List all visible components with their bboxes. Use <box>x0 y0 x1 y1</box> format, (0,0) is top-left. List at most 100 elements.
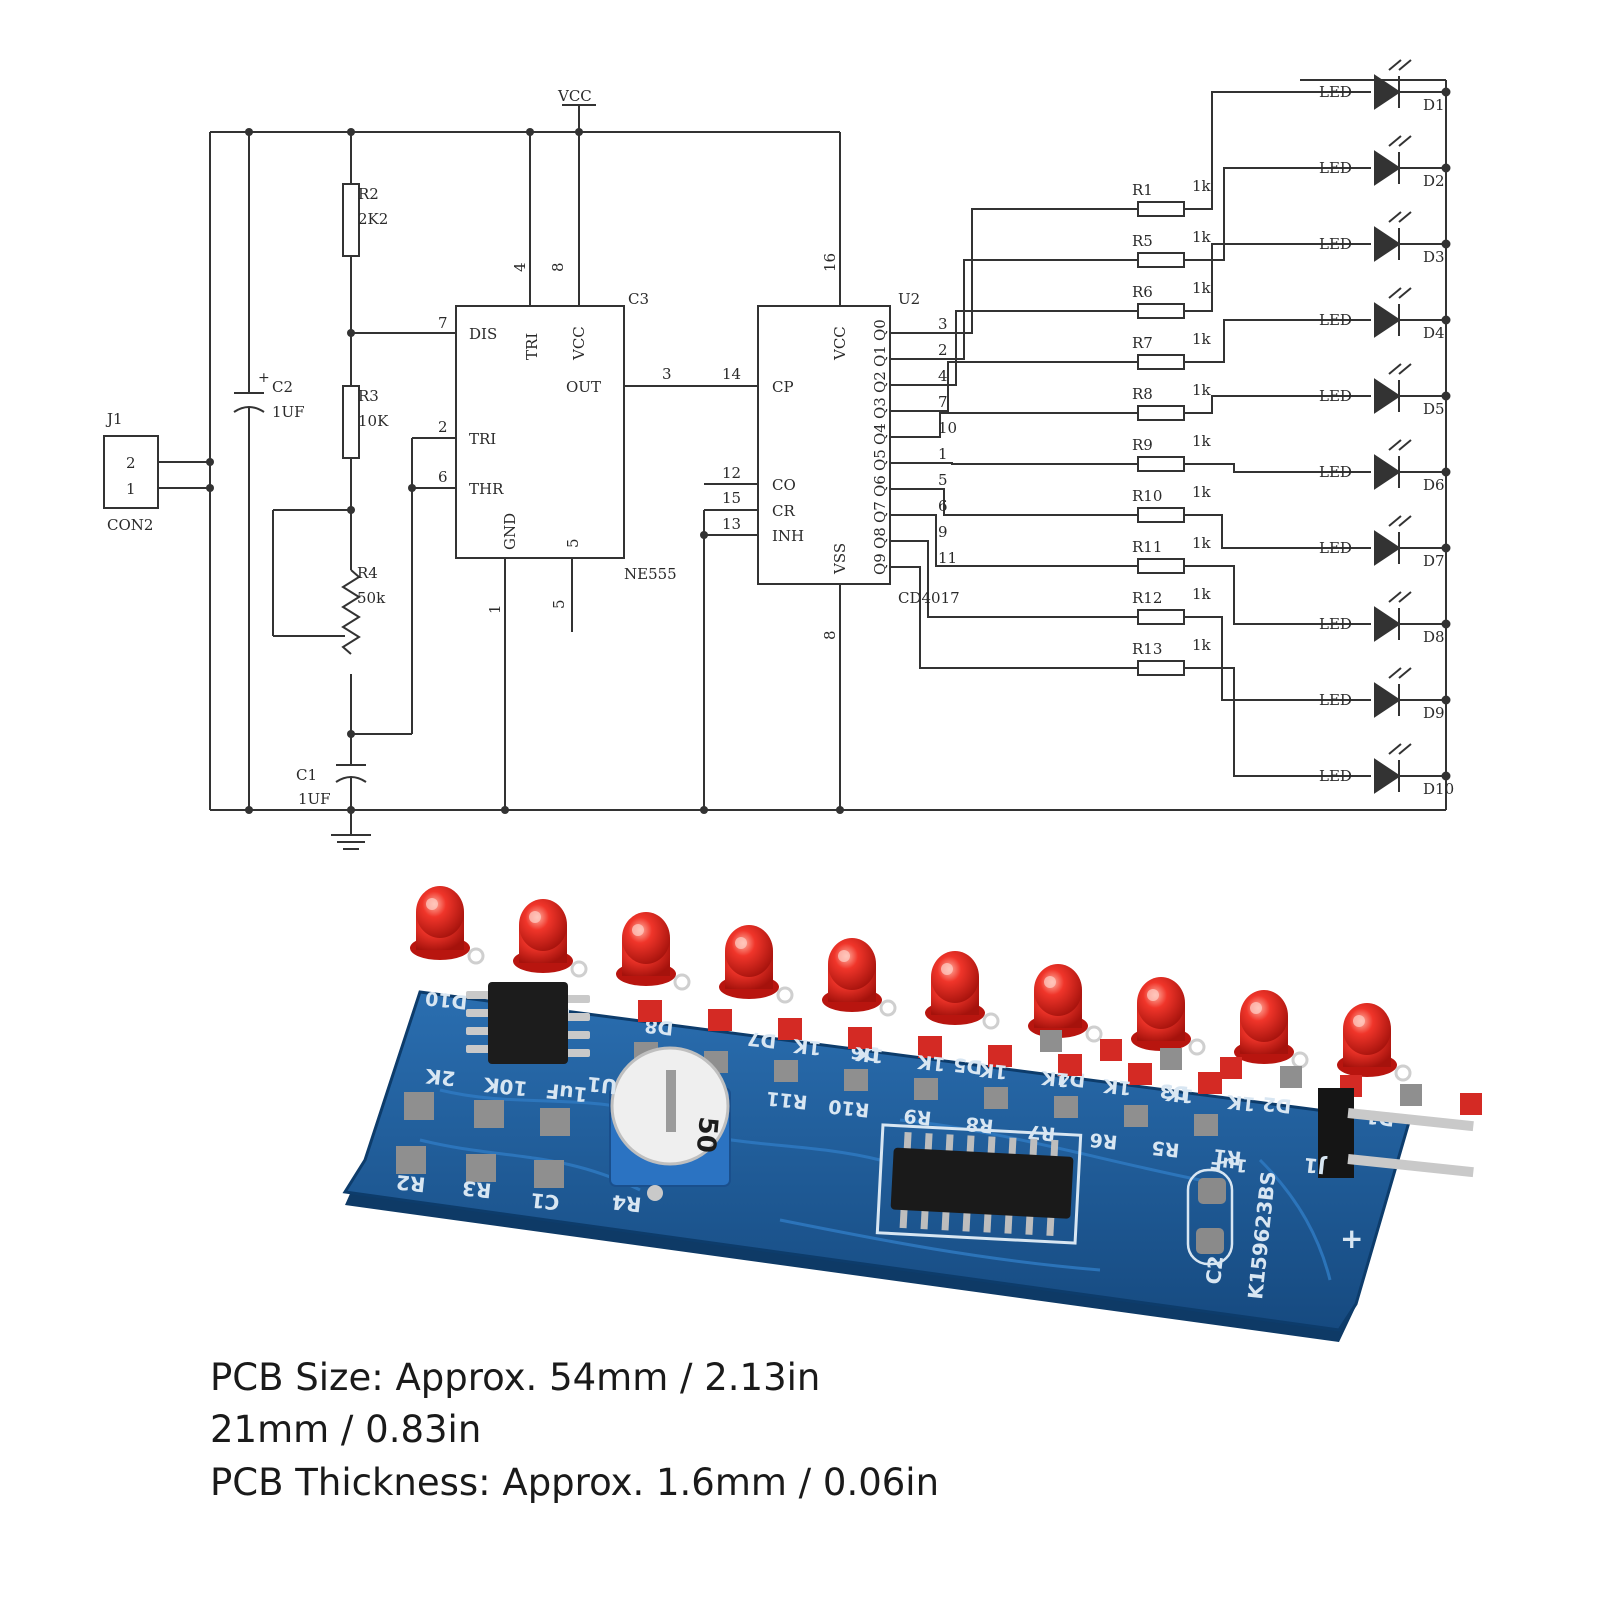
pot-marking: 50 <box>690 1115 723 1154</box>
cd4017-out-name-3: Q3 <box>871 397 889 419</box>
pcb-res-value-0: 1K <box>791 1034 822 1059</box>
c1-ref: C1 <box>296 766 317 784</box>
pcb-res-value-2: 1K <box>915 1050 946 1075</box>
cd4017-out-name-5: Q5 <box>871 449 889 471</box>
cd4017-out-pin-7: 6 <box>938 497 948 515</box>
c2-plus: + <box>258 370 270 386</box>
led-ref-1: D2 <box>1423 172 1445 190</box>
resistor-r10 <box>1137 507 1185 523</box>
cd4017-out-name-2: Q2 <box>871 371 889 393</box>
resistor-ref-8: R12 <box>1132 589 1162 607</box>
led-d3 <box>1374 226 1401 262</box>
led-type-9: LED <box>1319 767 1352 785</box>
pcb-value-1uf-c2: 1uF <box>1209 1151 1249 1176</box>
resistor-value-2: 1k <box>1192 279 1212 297</box>
pcb-res-value-3: 1K <box>977 1058 1008 1083</box>
pcb-res-value-4: 1K <box>1039 1066 1070 1091</box>
cd4017-pin15-name: CR <box>772 502 795 520</box>
c2-ref: C2 <box>272 378 293 396</box>
ne555-pin7-num: 7 <box>438 314 448 332</box>
cd4017-vcc-name: VCC <box>831 326 849 361</box>
pcb-ref-c1: C1 <box>530 1188 561 1215</box>
pcb-res-value-7: 1K <box>1225 1090 1256 1115</box>
cd4017-out-name-4: Q4 <box>871 423 889 445</box>
pcb-ref-r4: R4 <box>611 1190 643 1217</box>
cd4017-pin12-name: CO <box>772 476 796 494</box>
cd4017-pin12-num: 12 <box>722 464 741 482</box>
cd4017-out-name-0: Q0 <box>871 319 889 341</box>
pcb-label-u1: U1 <box>586 1072 618 1099</box>
cd4017-out-name-6: Q6 <box>871 475 889 497</box>
led-d5 <box>1374 378 1401 414</box>
resistor-ref-1: R5 <box>1132 232 1153 250</box>
pcb-ref-r3: R3 <box>461 1176 493 1203</box>
pcb-res-ref-r5: R5 <box>1151 1136 1181 1161</box>
led-type-2: LED <box>1319 235 1352 253</box>
pcb-polarity: + <box>1340 1222 1363 1255</box>
r4-ref: R4 <box>357 564 378 582</box>
led-ref-3: D4 <box>1423 324 1445 342</box>
c2-value: 1UF <box>272 403 305 421</box>
pcb-res-ref-r11: R11 <box>765 1087 808 1113</box>
resistor-r13 <box>1137 660 1185 676</box>
pcb-led-label-8: D2 <box>1261 1092 1292 1117</box>
pcb-led-d4 <box>1028 964 1103 1043</box>
resistor-ref-7: R11 <box>1132 538 1162 556</box>
resistor-ref-9: R13 <box>1132 640 1162 658</box>
cd4017-out-name-9: Q9 <box>871 553 889 575</box>
cd4017-out-pin-8: 9 <box>938 523 948 541</box>
led-d6 <box>1374 454 1401 490</box>
c1-value: 1UF <box>298 790 331 808</box>
pcb-led-d1 <box>1337 1003 1412 1082</box>
ne555-pin6-name: THR <box>469 480 504 498</box>
pcb-led-d10 <box>410 886 485 965</box>
ne555-pin4-num: 4 <box>511 262 529 272</box>
pcb-led-label-5: D5 <box>952 1053 983 1078</box>
ne555-pin8-num: 8 <box>549 262 567 272</box>
resistor-ref-0: R1 <box>1132 181 1153 199</box>
pcb-led-label-3: D7 <box>746 1027 777 1052</box>
led-ref-8: D9 <box>1423 704 1445 722</box>
ne555-gnd-name: GND <box>501 513 519 550</box>
led-type-4: LED <box>1319 387 1352 405</box>
resistor-ref-2: R6 <box>1132 283 1153 301</box>
led-d9 <box>1374 682 1401 718</box>
pcb-res-value-5: 1K <box>1101 1074 1132 1099</box>
led-type-3: LED <box>1319 311 1352 329</box>
u1-chip <box>466 982 590 1064</box>
led-d2 <box>1374 150 1401 186</box>
led-d1 <box>1374 74 1401 110</box>
pcb-led-d2 <box>1234 990 1309 1069</box>
ne555-ref: C3 <box>628 290 649 308</box>
header-pins-j1[interactable] <box>1318 1088 1474 1178</box>
pcb-value-1uf-c1: 1uF <box>544 1079 588 1107</box>
pcb-led-label-0: D10 <box>424 987 468 1013</box>
pcb-res-ref-r10: R10 <box>827 1095 870 1121</box>
led-ref-5: D6 <box>1423 476 1445 494</box>
j1-name: CON2 <box>107 516 153 534</box>
r2-ref: R2 <box>358 185 379 203</box>
r3-value: 10K <box>358 412 389 430</box>
spec-pcb-size: PCB Size: Approx. 54mm / 2.13in <box>210 1356 821 1399</box>
r4-value: 50k <box>357 589 386 607</box>
led-ref-0: D1 <box>1423 96 1445 114</box>
resistor-value-9: 1k <box>1192 636 1212 654</box>
spec-pcb-size-2: 21mm / 0.83in <box>210 1408 482 1451</box>
ne555-part: NE555 <box>624 565 677 583</box>
ne555-pin3-name: OUT <box>566 378 601 396</box>
cd4017-vss-num: 8 <box>821 630 839 640</box>
ne555-pin2-num: 2 <box>438 418 448 436</box>
led-type-7: LED <box>1319 615 1352 633</box>
resistor-r5 <box>1137 252 1185 268</box>
potentiometer-r4[interactable]: 50 <box>609 1046 731 1201</box>
led-ref-7: D8 <box>1423 628 1445 646</box>
pcb-res-ref-r1: R1 <box>1213 1144 1243 1169</box>
resistor-value-1: 1k <box>1192 228 1212 246</box>
resistor-value-5: 1k <box>1192 432 1212 450</box>
resistor-r1 <box>1137 201 1185 217</box>
resistor-value-8: 1k <box>1192 585 1212 603</box>
cd4017-pin15-num: 15 <box>722 489 741 507</box>
pcb-ref-r2: R2 <box>395 1170 427 1197</box>
ne555-pin8-name: VCC <box>570 326 588 361</box>
